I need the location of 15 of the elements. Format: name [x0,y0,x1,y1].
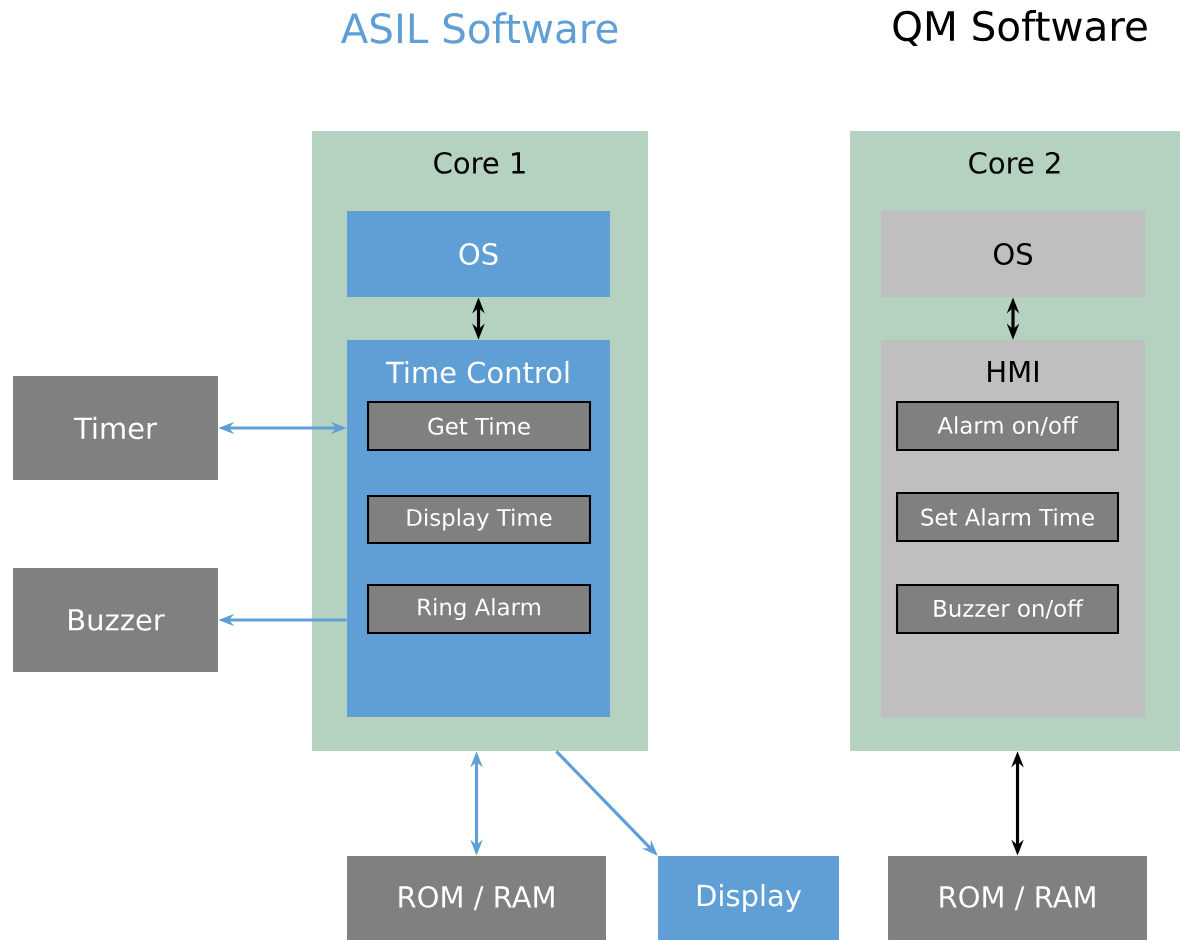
section-title: QM Software [893,10,1147,46]
os-box: OS [881,211,1145,297]
function-box: Alarm on/off [895,400,1120,452]
function-box: Get Time [366,400,592,452]
function-box: Set Alarm Time [895,491,1120,543]
memory-box: ROM / RAM [347,856,606,940]
hardware-box: Buzzer [13,568,218,672]
hardware-box: Timer [13,376,218,480]
memory-box: ROM / RAM [888,856,1147,940]
display-box: Display [658,856,839,940]
function-box: Buzzer on/off [895,583,1120,635]
function-box: Display Time [366,494,592,545]
section-title: ASIL Software [340,12,618,44]
os-box: OS [347,211,610,297]
function-box: Ring Alarm [366,583,592,635]
